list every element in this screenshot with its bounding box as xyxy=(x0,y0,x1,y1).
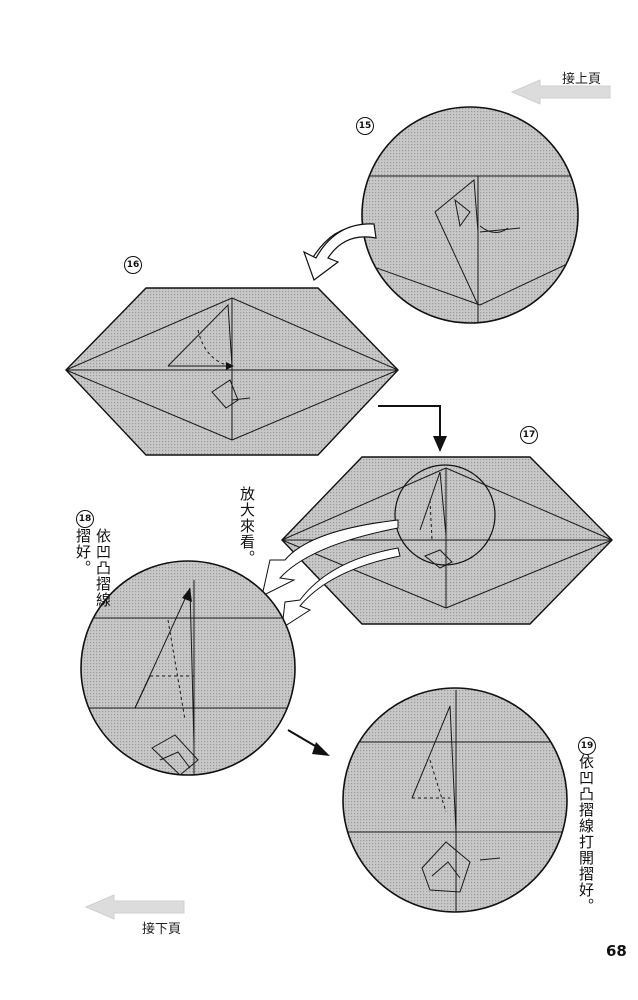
page-number: 68 xyxy=(606,942,627,960)
arrow-18-to-19 xyxy=(287,729,330,756)
step-18-diagram xyxy=(80,560,296,776)
step-19-instruction: 依凹凸摺線打開摺好。 xyxy=(577,754,595,914)
step-16-diagram xyxy=(65,287,399,456)
step-15-diagram xyxy=(302,106,579,324)
step-19-number: 19 xyxy=(578,737,596,755)
prev-page-label[interactable]: 接上頁 xyxy=(562,72,602,87)
step-16-number: 16 xyxy=(124,256,142,274)
step-17-number: 17 xyxy=(520,426,538,444)
step-18-instruction-line2: 摺好。 xyxy=(74,528,92,576)
prev-page-arrow[interactable] xyxy=(510,79,611,105)
step-18-number: 18 xyxy=(76,510,94,528)
arrow-16-to-17 xyxy=(378,405,447,452)
step-19-diagram xyxy=(342,687,568,913)
step-15-number: 15 xyxy=(356,117,374,135)
next-page-arrow[interactable] xyxy=(84,894,185,920)
step-17-diagram xyxy=(261,456,613,629)
step-18-instruction-line1: 依凹凸摺線 xyxy=(94,528,112,608)
zoom-callout-text: 放大來看。 xyxy=(238,486,256,566)
next-page-label[interactable]: 接下頁 xyxy=(142,922,182,937)
